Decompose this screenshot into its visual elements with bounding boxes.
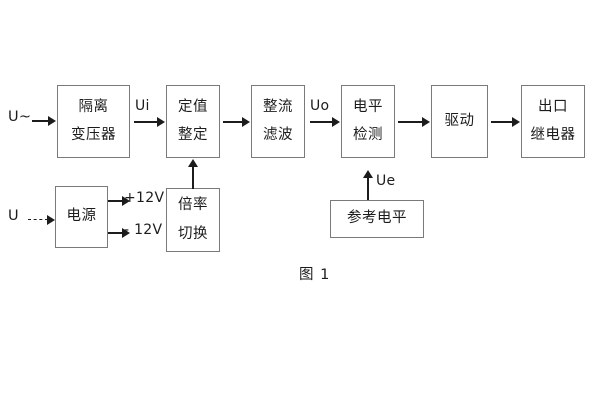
block-multiplier-switch-line-2: 切换 (178, 225, 208, 242)
block-output-relay-line-2: 继电器 (530, 127, 576, 143)
block-isolation-transformer: 隔离 变压器 (57, 85, 130, 158)
block-power-supply-line-1: 电源 (66, 208, 97, 225)
block-rectify-filter: 整流 滤波 (251, 85, 305, 158)
block-reference-level: 参考电平 (330, 200, 424, 238)
arrow-drive-to-output-relay (491, 117, 521, 127)
block-reference-level-line-1: 参考电平 (347, 210, 407, 227)
block-setpoint-setting-line-1: 定值 (178, 98, 208, 115)
block-isolation-transformer-line-2: 变压器 (71, 127, 116, 143)
ac-input-label: U~ (8, 109, 32, 125)
arrow-multiplier-switch-to-setpoint-setting (188, 159, 198, 189)
dc-input-label: U (8, 208, 19, 224)
arrow-level-detection-to-drive (398, 117, 431, 127)
arrow-setpoint-setting-to-rectify-filter (223, 117, 251, 127)
block-multiplier-switch-line-1: 倍率 (178, 197, 208, 214)
block-drive: 驱动 (431, 85, 488, 158)
uo-signal-label: Uo (310, 98, 330, 114)
figure-caption: 图 1 (299, 267, 331, 283)
block-power-supply: 电源 (55, 186, 108, 248)
arrow-ac-input-to-isolation-transformer (32, 116, 56, 126)
block-level-detection-line-2: 检测 (353, 127, 383, 143)
block-setpoint-setting: 定值 整定 (166, 85, 220, 158)
arrow-power-supply-negative-12v (108, 228, 130, 238)
arrow-isolation-transformer-to-setpoint-setting (134, 117, 166, 127)
block-drive-line-1: 驱动 (444, 112, 475, 129)
arrow-dc-input-to-power-supply (28, 215, 56, 225)
block-level-detection: 电平 检测 (341, 85, 395, 158)
block-setpoint-setting-line-2: 整定 (178, 127, 208, 143)
block-rectify-filter-line-2: 滤波 (263, 127, 293, 143)
block-multiplier-switch: 倍率 切换 (166, 188, 220, 252)
block-rectify-filter-line-1: 整流 (263, 98, 293, 115)
positive-12v-label: +12V (124, 190, 165, 206)
ui-signal-label: Ui (135, 98, 150, 114)
block-isolation-transformer-line-1: 隔离 (78, 98, 109, 115)
block-output-relay: 出口 继电器 (521, 85, 585, 158)
arrow-reference-level-to-level-detection (363, 170, 373, 200)
arrow-rectify-filter-to-level-detection (310, 117, 341, 127)
block-level-detection-line-1: 电平 (353, 98, 383, 115)
block-output-relay-line-1: 出口 (538, 98, 568, 115)
negative-12v-label: - 12V (124, 222, 163, 238)
ue-signal-label: Ue (376, 173, 396, 189)
arrow-power-supply-positive-12v (108, 196, 130, 206)
